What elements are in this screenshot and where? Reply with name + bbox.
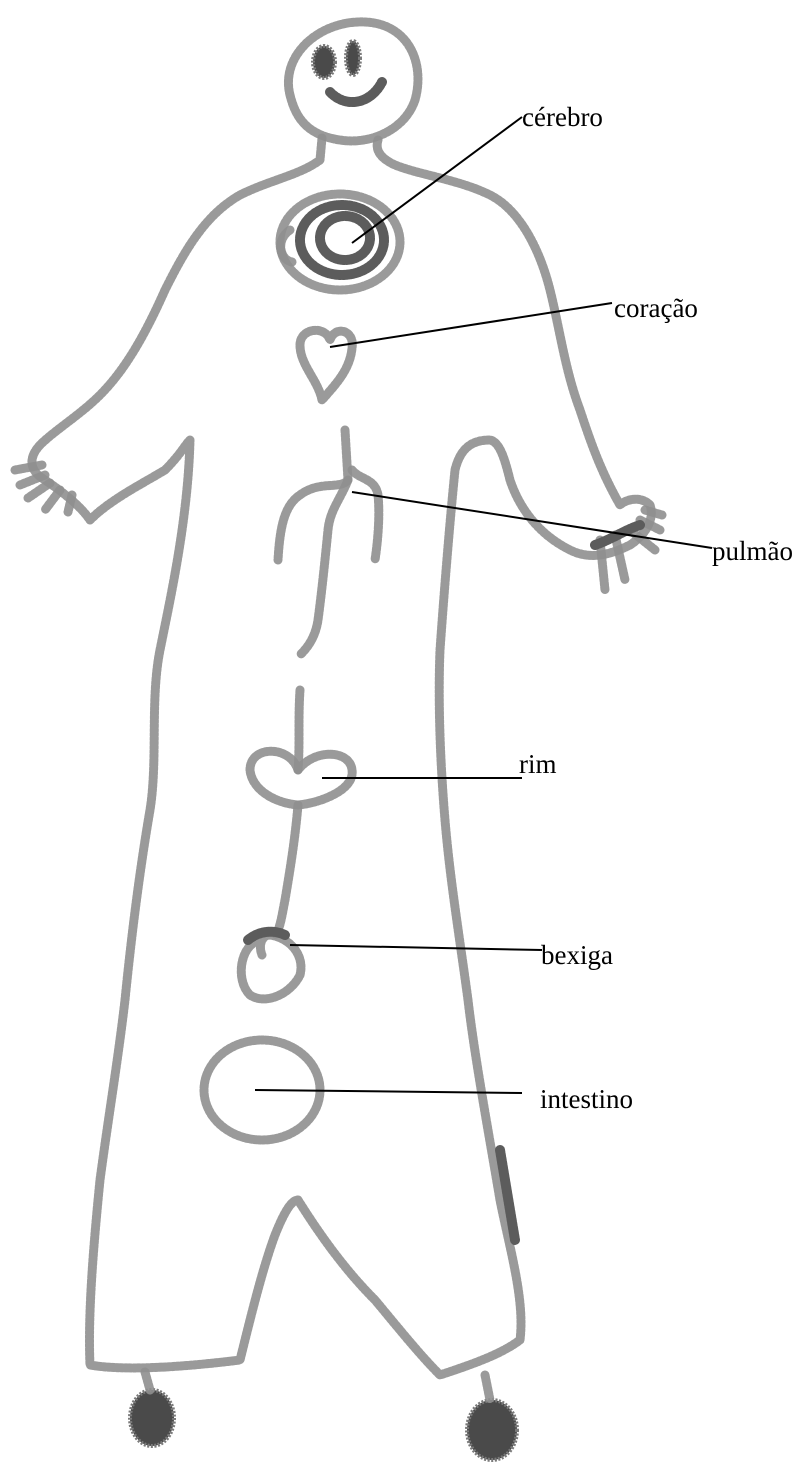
tube-drawing-2 [275, 805, 298, 935]
right-eye [346, 41, 360, 75]
left-foot [130, 1390, 174, 1446]
lung-drawing [278, 430, 379, 655]
label-coracao: coração [614, 295, 698, 322]
label-bexiga: bexiga [541, 942, 613, 969]
label-rim: rim [519, 751, 557, 778]
label-intestino: intestino [540, 1086, 633, 1113]
label-pulmao: pulmão [712, 538, 793, 565]
leader-line-coracao [330, 303, 612, 347]
label-cerebro: cérebro [522, 104, 603, 131]
right-foot [467, 1400, 517, 1460]
smile [330, 82, 382, 102]
leader-line-bexiga [290, 945, 542, 950]
tube-drawing [298, 690, 300, 770]
left-hand [15, 465, 72, 512]
leader-line-pulmao [352, 492, 712, 548]
head [288, 22, 418, 141]
left-eye [313, 46, 335, 78]
heart-drawing [300, 330, 352, 400]
brain-drawing [280, 194, 400, 290]
